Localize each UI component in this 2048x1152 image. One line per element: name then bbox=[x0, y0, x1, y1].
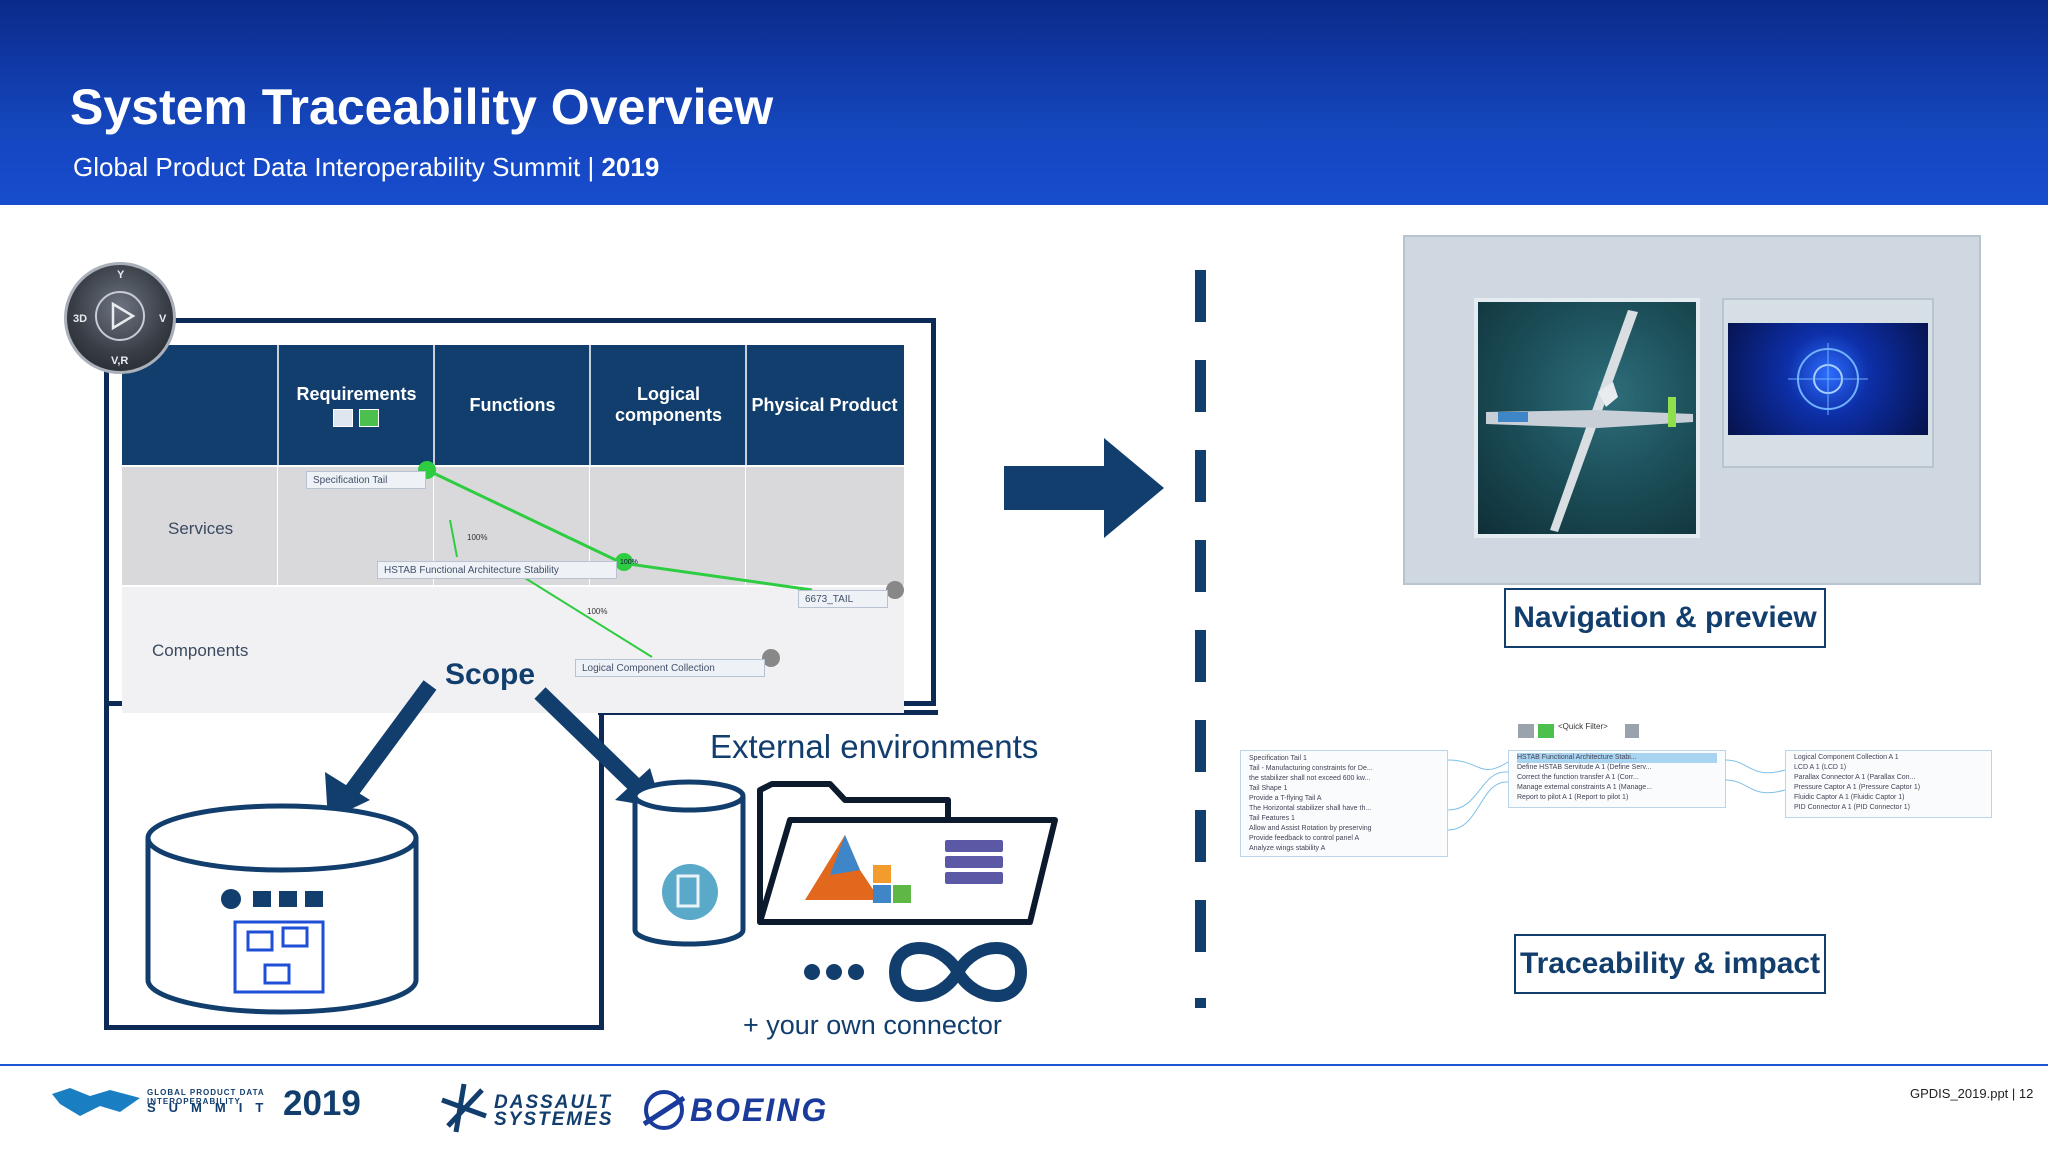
edit-icon bbox=[333, 408, 354, 427]
external-environments-label: External environments bbox=[710, 728, 1039, 765]
link-icon bbox=[359, 408, 380, 427]
scope-label: Scope bbox=[445, 658, 536, 691]
separator-dash bbox=[1195, 270, 1206, 322]
grid-line bbox=[589, 465, 590, 587]
traceability-impact-label: Traceability & impact bbox=[1514, 934, 1826, 994]
boeing-logo-text: BOEING bbox=[690, 1092, 829, 1128]
cockpit-preview-image[interactable] bbox=[1722, 298, 1934, 468]
tail-tag[interactable]: 6673_TAIL bbox=[798, 590, 888, 608]
play-icon bbox=[95, 291, 145, 341]
separator-dash bbox=[1195, 360, 1206, 412]
compass-right: V bbox=[159, 313, 167, 325]
cockpit-screen bbox=[1728, 323, 1928, 435]
subtitle-text: Global Product Data Interoperability Sum… bbox=[73, 152, 602, 182]
link-node[interactable] bbox=[615, 553, 633, 571]
scope-frame-bottom bbox=[104, 700, 604, 1030]
slide-subtitle: Global Product Data Interoperability Sum… bbox=[73, 152, 659, 183]
separator-dash bbox=[1195, 720, 1206, 772]
hstab-tag[interactable]: HSTAB Functional Architecture Stability bbox=[377, 561, 617, 579]
header-banner bbox=[0, 0, 2048, 205]
matrix-header bbox=[122, 345, 904, 465]
scope-drawing bbox=[145, 680, 1058, 1015]
boeing-logo-icon bbox=[642, 1090, 686, 1130]
pct-label: 100% bbox=[620, 559, 638, 566]
grid-line bbox=[277, 465, 278, 587]
spec-tail-tag[interactable]: Specification Tail bbox=[306, 471, 426, 489]
compass-top: Y bbox=[117, 269, 125, 281]
col-functions: Functions bbox=[433, 345, 590, 465]
compass-left: 3D bbox=[73, 313, 88, 325]
graph-toolbar-icon[interactable] bbox=[1625, 724, 1639, 738]
grid-line bbox=[745, 465, 746, 587]
grid-line bbox=[433, 465, 434, 587]
col-requirements-label: Requirements bbox=[296, 383, 417, 404]
quick-filter[interactable]: <Quick Filter> bbox=[1558, 722, 1608, 731]
gpd-year: 2019 bbox=[283, 1084, 361, 1123]
graph-node-mid[interactable]: HSTAB Functional Architecture Stabi...De… bbox=[1508, 750, 1726, 808]
right-arrow-icon bbox=[1004, 438, 1164, 538]
navigation-preview-label: Navigation & preview bbox=[1504, 588, 1826, 648]
row-services-label: Services bbox=[168, 519, 234, 538]
col-logical: Logical components bbox=[589, 345, 746, 465]
ds-logo-icon bbox=[441, 1083, 487, 1133]
col-logical-label: Logical components bbox=[614, 384, 722, 425]
col-physical: Physical Product bbox=[745, 345, 902, 465]
link-node[interactable] bbox=[886, 581, 904, 599]
graph-toolbar-icon[interactable] bbox=[1518, 724, 1534, 738]
world-map-icon bbox=[52, 1088, 140, 1116]
separator-dash bbox=[1195, 810, 1206, 862]
gpd-summit-text: SUMMIT bbox=[147, 1100, 277, 1115]
pct-label: 100% bbox=[587, 607, 608, 616]
link-lines bbox=[426, 468, 813, 658]
header-band bbox=[0, 140, 2048, 205]
separator-dash bbox=[1195, 630, 1206, 682]
compass-widget[interactable]: Y 3D V V,R bbox=[64, 262, 176, 374]
pct-label: 100% bbox=[467, 533, 488, 542]
row-components-label: Components bbox=[152, 641, 249, 660]
slide-title: System Traceability Overview bbox=[70, 79, 774, 135]
own-connector-label: + your own connector bbox=[743, 1010, 1002, 1040]
separator-dash bbox=[1195, 998, 1206, 1008]
traceability-matrix: Requirements Functions Logical component… bbox=[122, 345, 904, 713]
separator-dash bbox=[1195, 900, 1206, 952]
aircraft-preview-image[interactable] bbox=[1474, 298, 1700, 538]
footer-divider bbox=[0, 1064, 2048, 1066]
col-requirements: Requirements bbox=[277, 345, 434, 465]
graph-toolbar-icon[interactable] bbox=[1538, 724, 1554, 738]
link-node[interactable] bbox=[762, 649, 780, 667]
separator-dash bbox=[1195, 450, 1206, 502]
compass-bottom: V,R bbox=[111, 355, 129, 367]
subtitle-year: 2019 bbox=[601, 152, 660, 182]
graph-edges bbox=[1447, 759, 1786, 831]
logical-collection-tag[interactable]: Logical Component Collection bbox=[575, 659, 765, 677]
separator-dash bbox=[1195, 540, 1206, 592]
page-number: GPDIS_2019.ppt | 12 bbox=[1910, 1086, 2034, 1101]
